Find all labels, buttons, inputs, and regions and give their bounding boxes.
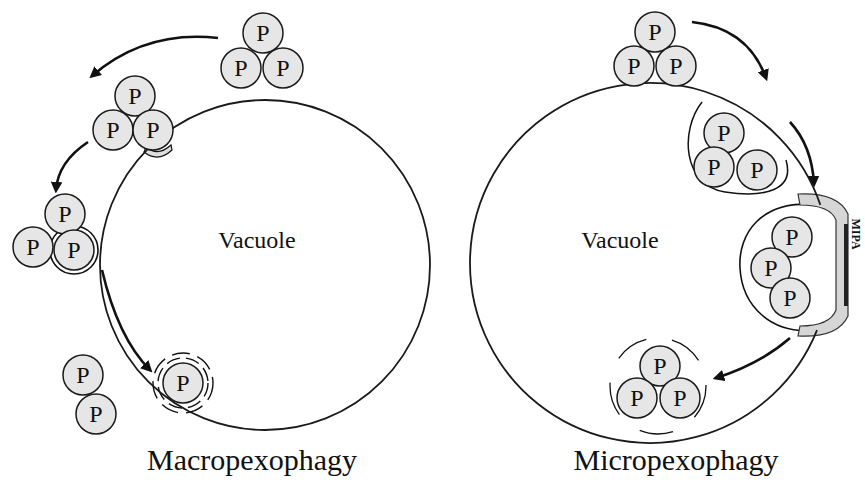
- peroxisome: P: [61, 353, 105, 397]
- flow-arrow: [716, 338, 790, 378]
- process-title-box: Macropexophagy: [147, 445, 357, 475]
- peroxisome-membrane: [656, 46, 696, 86]
- peroxisome: P: [654, 44, 698, 88]
- structure-label-box: MIPA: [848, 218, 865, 249]
- vacuole-pocket: [740, 204, 820, 330]
- peroxisome: P: [131, 108, 175, 152]
- peroxisome-membrane: [243, 13, 283, 53]
- peroxisome-label: P: [106, 118, 119, 142]
- degrading-membrane: [153, 353, 213, 413]
- peroxisome-label: P: [630, 386, 643, 410]
- peroxisome: P: [261, 46, 305, 90]
- structure-label: MIPA: [850, 218, 862, 249]
- peroxisome-label: P: [58, 202, 71, 226]
- peroxisome-label: P: [750, 158, 763, 182]
- peroxisome: P: [52, 228, 96, 272]
- peroxisome-label: P: [67, 238, 80, 262]
- process-title-box: Micropexophagy: [574, 445, 779, 475]
- peroxisome-label: P: [89, 402, 102, 426]
- peroxisome-membrane: [263, 48, 303, 88]
- vacuole-label: Vacuole: [581, 228, 658, 252]
- peroxisome-membrane: [694, 147, 734, 187]
- peroxisome-membrane: [163, 363, 203, 403]
- peroxisome-label: P: [783, 286, 796, 310]
- peroxisome-label: P: [785, 225, 798, 249]
- vacuole-arm: [688, 102, 787, 194]
- peroxisome-membrane: [635, 12, 675, 52]
- peroxisome-label: P: [128, 84, 141, 108]
- peroxisome-label: P: [256, 21, 269, 45]
- peroxisome: P: [612, 44, 656, 88]
- peroxisome: P: [74, 392, 118, 436]
- peroxisome-membrane: [617, 378, 657, 418]
- flow-arrow: [92, 37, 218, 76]
- peroxisome: P: [43, 192, 87, 236]
- peroxisome-membrane: [63, 355, 103, 395]
- peroxisome-label: P: [764, 256, 777, 280]
- peroxisome: P: [161, 361, 205, 405]
- vacuole-membrane: [470, 83, 820, 443]
- peroxisome-membrane: [660, 378, 700, 418]
- peroxisome: P: [768, 276, 812, 320]
- peroxisome: P: [692, 145, 736, 189]
- peroxisome: P: [11, 225, 55, 269]
- process-title: Micropexophagy: [574, 445, 779, 475]
- peroxisome: P: [91, 108, 135, 152]
- peroxisome-label: P: [146, 118, 159, 142]
- peroxisome-label: P: [653, 354, 666, 378]
- peroxisome-label: P: [673, 386, 686, 410]
- peroxisome: P: [615, 376, 659, 420]
- peroxisome-membrane: [133, 110, 173, 150]
- peroxisome-membrane: [45, 194, 85, 234]
- peroxisome-membrane: [76, 394, 116, 434]
- peroxisome-membrane: [221, 48, 261, 88]
- peroxisome-label: P: [669, 54, 682, 78]
- degrading-membrane: [158, 358, 208, 408]
- peroxisome: P: [735, 148, 779, 192]
- peroxisome-label: P: [276, 56, 289, 80]
- mipa-cup: [798, 194, 848, 336]
- peroxisome-label: P: [176, 371, 189, 395]
- peroxisome-label: P: [234, 56, 247, 80]
- vacuole-label: Vacuole: [218, 228, 295, 252]
- peroxisome-membrane: [93, 110, 133, 150]
- peroxisome-label: P: [627, 54, 640, 78]
- peroxisome-membrane: [54, 230, 94, 270]
- peroxisome: P: [658, 376, 702, 420]
- flow-arrow: [56, 142, 88, 190]
- peroxisome-label: P: [717, 121, 730, 145]
- flow-arrow: [692, 22, 766, 78]
- vacuole-membrane: [100, 100, 430, 430]
- peroxisome-membrane: [770, 278, 810, 318]
- peroxisome-label: P: [648, 20, 661, 44]
- peroxisome-membrane: [737, 150, 777, 190]
- process-title: Macropexophagy: [147, 445, 357, 475]
- peroxisome-label: P: [707, 155, 720, 179]
- peroxisome-membrane: [614, 46, 654, 86]
- mipa-bar: [844, 224, 848, 306]
- peroxisome-membrane: [13, 227, 53, 267]
- peroxisome-label: P: [76, 363, 89, 387]
- peroxisome-label: P: [26, 235, 39, 259]
- peroxisome: P: [219, 46, 263, 90]
- degrading-membrane: [610, 338, 706, 434]
